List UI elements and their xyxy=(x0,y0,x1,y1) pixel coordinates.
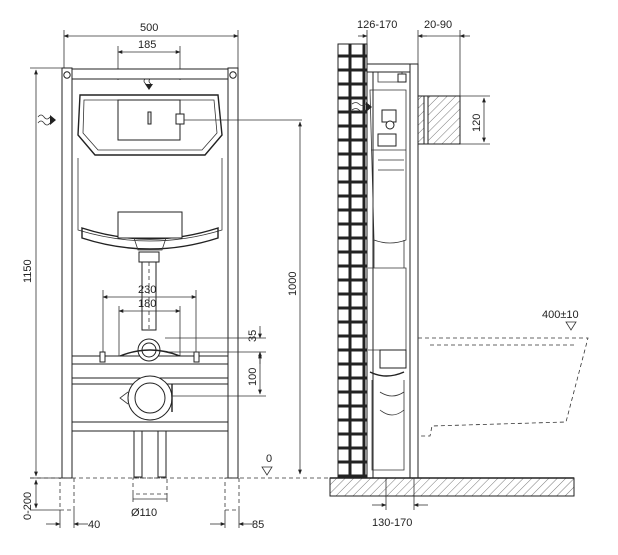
dim-wall-depth-label: 126-170 xyxy=(357,19,397,31)
dim-85-label: 85 xyxy=(252,519,264,531)
dim-width-label: 500 xyxy=(140,22,158,34)
dim-35-label: 35 xyxy=(247,330,259,342)
dim-180-label: 180 xyxy=(138,298,156,310)
dim-top-inner-label: 185 xyxy=(138,39,156,51)
dim-height-1000-label: 1000 xyxy=(287,272,299,296)
dim-120-label: 120 xyxy=(471,114,483,132)
dim-230-label: 230 xyxy=(138,284,156,296)
dim-pipe-label: Ø110 xyxy=(131,507,157,519)
front-view: 500 185 xyxy=(22,22,330,531)
side-view: 126-170 20-90 xyxy=(329,19,589,529)
dim-height-total-label: 1150 xyxy=(22,259,34,283)
dim-adjust-label: 0-200 xyxy=(22,492,34,520)
dim-100-label: 100 xyxy=(247,368,259,386)
dim-40-label: 40 xyxy=(88,519,100,531)
dim-level-0-label: 0 xyxy=(266,453,272,465)
dim-panel-label: 20-90 xyxy=(424,19,452,31)
dim-bottom-label: 130-170 xyxy=(372,517,412,529)
dim-400-label: 400±10 xyxy=(542,309,579,321)
